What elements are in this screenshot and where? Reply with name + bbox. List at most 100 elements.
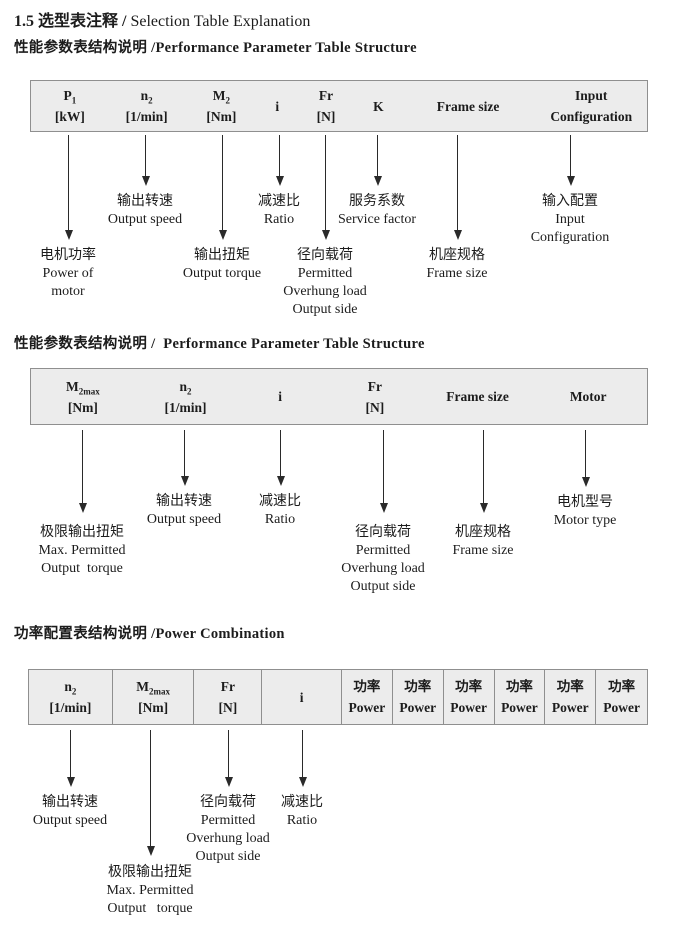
cell-unit: Power <box>399 700 437 715</box>
cell-unit: Power <box>603 700 640 715</box>
down-arrow <box>68 135 69 232</box>
cell-unit: [1/min] <box>164 399 207 415</box>
down-arrow <box>457 135 458 232</box>
cell-symbol: i <box>275 98 280 114</box>
cell-symbol: i <box>299 689 304 705</box>
table-cell: n2 [1/min] <box>109 81 185 131</box>
down-arrow-head-icon <box>64 230 73 240</box>
down-arrow <box>383 430 384 505</box>
cell-symbol: M2 <box>212 88 230 106</box>
cell-unit: [kW] <box>54 109 85 124</box>
cell-symbol: n2 <box>64 679 77 697</box>
down-arrow-head-icon <box>373 176 382 186</box>
label-line: 电机型号 <box>557 495 613 510</box>
label-line: Overhung load <box>186 831 270 846</box>
down-arrow-head-icon <box>479 503 488 513</box>
label-line: 径向载荷 <box>297 248 353 263</box>
down-arrow-head-icon <box>66 777 75 787</box>
label-line: 径向载荷 <box>200 795 256 810</box>
label-line: Output speed <box>146 512 222 527</box>
cell-symbol: M2max <box>65 378 100 397</box>
cell-unit: [1/min] <box>49 700 92 715</box>
cell-symbol: 功率 <box>608 679 636 694</box>
cell-symbol: 功率 <box>353 679 381 694</box>
label-line: 机座规格 <box>429 248 485 263</box>
table-cell: Frame size <box>401 81 536 131</box>
label-line: Output torque <box>41 561 123 576</box>
down-arrow-head-icon <box>218 230 227 240</box>
cell-unit: [Nm] <box>67 399 98 415</box>
label-line: Input <box>555 212 585 227</box>
cell-symbol: P1 <box>63 88 77 106</box>
down-arrow-head-icon <box>224 777 233 787</box>
label-line: Output torque <box>182 266 262 281</box>
down-arrow <box>483 430 484 505</box>
label-line: Output torque <box>107 901 193 916</box>
cell-symbol: Fr <box>318 88 334 103</box>
annotation-label: 输出转速 Output speed <box>0 794 150 830</box>
down-arrow <box>279 135 280 178</box>
down-arrow <box>570 135 571 178</box>
label-line: Output speed <box>107 212 183 227</box>
table-cell: M2max [Nm] <box>31 369 135 424</box>
cell-symbol: Frame size <box>436 98 500 114</box>
cell-symbol: n2 <box>140 88 153 106</box>
down-arrow-head-icon <box>581 477 590 487</box>
table-cell: i <box>236 369 324 424</box>
label-line: Output speed <box>32 813 108 828</box>
label-line: Overhung load <box>341 561 425 576</box>
annotation-label: 输出扭矩 Output torque <box>142 247 302 283</box>
down-arrow-head-icon <box>453 230 462 240</box>
label-line: 输入配置 <box>542 194 598 209</box>
page-title: 1.5 选型表注释 / Selection Table Explanation <box>14 7 310 31</box>
label-line: 输出转速 <box>117 194 173 209</box>
label-line: Permitted <box>297 266 353 281</box>
down-arrow-head-icon <box>78 503 87 513</box>
label-line: 减速比 <box>259 494 301 509</box>
label-line: Max. Permitted <box>106 883 194 898</box>
label-line: Output side <box>292 302 358 317</box>
cell-symbol: 功率 <box>556 679 584 694</box>
cell-unit: Power <box>348 700 386 715</box>
down-arrow <box>145 135 146 178</box>
label-line: 极限输出扭矩 <box>108 865 192 880</box>
label-line: 径向载荷 <box>355 525 411 540</box>
label-line: Ratio <box>286 813 318 828</box>
label-line: Output side <box>350 579 416 594</box>
down-arrow <box>280 430 281 478</box>
table-cell: M2max[Nm] <box>113 670 195 724</box>
label-line: Configuration <box>530 230 610 245</box>
cell-symbol: Motor <box>569 389 607 404</box>
annotation-label: 电机型号 Motor type <box>505 494 665 530</box>
cell-unit: [N] <box>316 109 336 124</box>
page-title-en: Selection Table Explanation <box>126 13 311 30</box>
cell-symbol: Fr <box>220 679 235 694</box>
page-title-zh: 1.5 选型表注释 / <box>14 13 127 30</box>
table-cell: K <box>356 81 401 131</box>
section-heading-power-combination: 功率配置表结构说明 /Power Combination <box>14 626 285 642</box>
down-arrow-head-icon <box>298 777 307 787</box>
cell-symbol: i <box>278 389 283 404</box>
down-arrow-head-icon <box>141 176 150 186</box>
cell-unit: Power <box>551 700 589 715</box>
label-line: 减速比 <box>281 795 323 810</box>
label-line: Motor type <box>553 513 617 528</box>
down-arrow-head-icon <box>146 846 155 856</box>
down-arrow <box>377 135 378 178</box>
label-line: 输出扭矩 <box>194 248 250 263</box>
table-cell: Fr[N] <box>324 369 426 424</box>
cell-unit: [1/min] <box>125 109 168 124</box>
label-line: 输出转速 <box>42 795 98 810</box>
section-heading-performance-1: 性能参数表结构说明 /Performance Parameter Table S… <box>14 40 417 56</box>
label-line: Ratio <box>264 512 296 527</box>
